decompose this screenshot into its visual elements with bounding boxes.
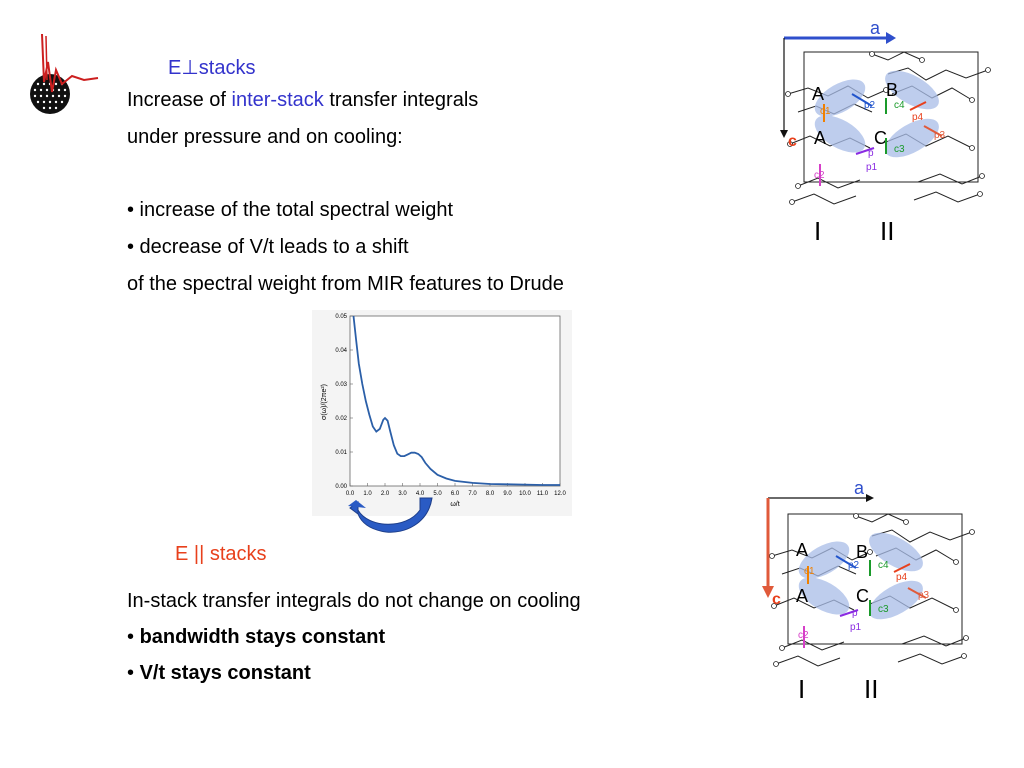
y-tick-label: 0.00 [335,484,347,490]
molecule-a1-label: A [812,84,824,104]
y-tick-label: 0.03 [335,382,347,388]
x-tick-label: 4.0 [416,491,425,497]
molecule-a1-label: A [796,540,808,560]
x-tick-label: 8.0 [486,491,495,497]
section1-bullet2: • decrease of V/t leads to a shift [127,236,409,258]
bond-p4-label: p4 [896,572,908,583]
bond-p4-label: p4 [912,112,924,123]
molecule-b-label: B [856,542,868,562]
x-tick-label: 11.0 [537,491,549,497]
plot-frame [349,315,561,487]
y-tick-label: 0.04 [335,348,347,354]
y-tick-label: 0.02 [335,416,347,422]
bond-c4-label: c4 [878,560,889,571]
y-tick-label: 0.05 [335,314,347,320]
x-tick-label: 1.0 [363,491,372,497]
x-tick-label: 0.0 [346,491,355,497]
bond-p1-label: p1 [866,162,878,173]
section1-line1: Increase of inter-stack transfer integra… [127,88,478,112]
crystal-structure-top: a c A B A C p2 c4 p4 c1 c3 p c2 p1 p3 I … [780,18,991,246]
section2-heading: E || stacks [175,543,267,565]
x-axis-label: ω/t [450,501,459,508]
bond-c3-label: c3 [894,144,905,155]
stack-ii-label: II [864,674,878,704]
section1-bullet1: • increase of the total spectral weight [127,199,454,221]
molecule-b-label: B [886,80,898,100]
inter-stack-highlight: inter-stack [231,89,324,111]
section2-line1: In-stack transfer integrals do not chang… [127,590,581,612]
bond-p3-label: p3 [918,590,930,601]
bond-p-label: p [852,608,858,619]
crystal-structure-bottom: a c A B A C p2 c4 p4 c1 c3 p c2 p1 p3 I … [762,478,975,704]
bond-p2-label: p2 [864,100,876,111]
section1-line3: of the spectral weight from MIR features… [127,273,564,295]
bullet-mark: • [127,662,140,684]
bullet2-bold-text: V/t stays constant [139,662,311,684]
wave-sphere-logo [30,33,99,114]
axis-a-label: a [870,18,881,38]
x-tick-label: 12.0 [554,491,566,497]
bullet-mark: • [127,626,140,648]
molecule-c-label: C [856,586,869,606]
optical-conductivity-chart: 0.0 1.0 2.0 3.0 4.0 5.0 6.0 7.0 8.0 9.0 10.0 11.0 12… [312,310,572,516]
x-tick-label: 9.0 [503,491,512,497]
axis-c-label: c [788,133,797,150]
bond-p1-label: p1 [850,622,862,633]
section1-line2: under pressure and on cooling: [127,126,403,148]
x-tick-label: 2.0 [381,491,390,497]
bond-c4-label: c4 [894,100,905,111]
x-tick-label: 10.0 [519,491,531,497]
molecule-c-label: C [874,128,887,148]
bond-c1-label: c1 [820,106,831,117]
section2-bullet1: • bandwidth stays constant [127,625,385,649]
axis-a-label: a [854,478,865,498]
y-axis-label: σ(ω)/(2πe²) [321,384,328,420]
bond-c2-label: c2 [814,170,825,181]
x-tick-label: 5.0 [433,491,442,497]
stack-i-label: I [798,674,805,704]
x-tick-label: 3.0 [398,491,407,497]
series-line [352,315,560,486]
molecule-a2-label: A [796,586,808,606]
bond-c2-label: c2 [798,630,809,641]
x-tick-label: 7.0 [468,491,477,497]
bond-p-label: p [868,148,874,159]
molecule-a2-label: A [814,128,826,148]
line1-post: transfer integrals [323,89,479,111]
y-tick-label: 0.01 [335,450,347,456]
bullet1-bold-text: bandwidth stays constant [139,626,386,648]
stack-ii-label: II [880,216,894,246]
axis-c-label: c [772,591,781,608]
bond-c1-label: c1 [804,566,815,577]
bond-p2-label: p2 [848,560,860,571]
line1-pre: Increase of [127,89,232,111]
bond-c3-label: c3 [878,604,889,615]
bond-p3-label: p3 [934,130,946,141]
x-tick-label: 6.0 [451,491,460,497]
section2-bullet2: • V/t stays constant [127,661,311,685]
stack-i-label: I [814,216,821,246]
shift-arrow-icon [348,497,433,533]
section1-heading: E⊥stacks [168,57,256,79]
